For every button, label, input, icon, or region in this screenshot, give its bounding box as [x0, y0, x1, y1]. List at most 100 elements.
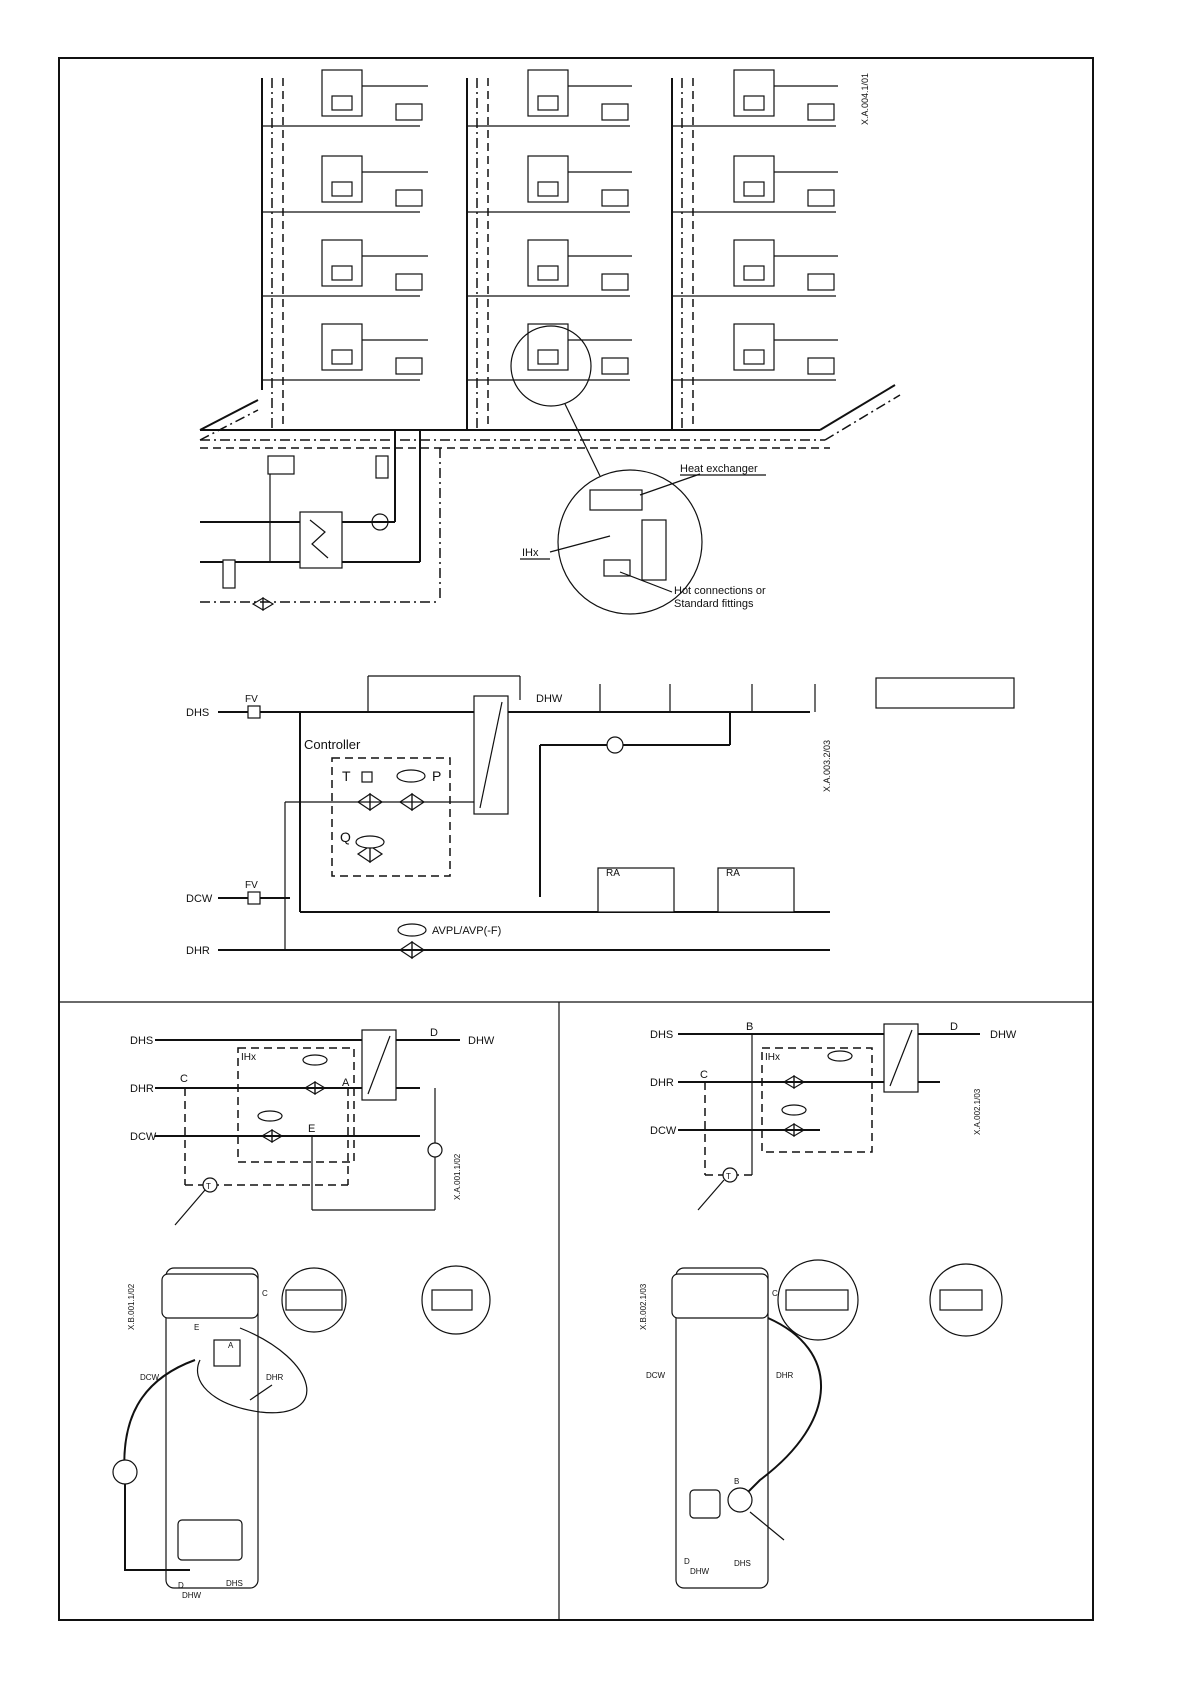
dhw-label: DHW	[990, 1029, 1017, 1041]
photo-dhw-label: DHW	[182, 1591, 202, 1600]
dhr-label: DHR	[650, 1077, 674, 1089]
p-label: P	[432, 768, 441, 784]
photo-dhw-label: DHW	[690, 1567, 710, 1576]
valve-body	[672, 1274, 768, 1318]
photo-b-label: B	[734, 1477, 739, 1486]
photo-dhr-label: DHR	[776, 1371, 794, 1380]
diaphragm-icon	[397, 770, 425, 782]
valve-body	[162, 1274, 258, 1318]
photo-dcw-label: DCW	[646, 1371, 666, 1380]
photo-dhs-label: DHS	[226, 1579, 243, 1588]
fv-label: FV	[245, 880, 258, 891]
point-c-label: C	[700, 1069, 708, 1081]
ihx-boundary	[762, 1048, 872, 1152]
heat-exchanger-label: Heat exchanger	[680, 463, 758, 475]
point-c-label: C	[180, 1073, 188, 1085]
meter-box	[376, 456, 388, 478]
photo-dhs-label: DHS	[734, 1559, 751, 1568]
point-d-label: D	[430, 1027, 438, 1039]
figure-code: X.B.001.1/02	[127, 1283, 136, 1330]
dhr-label: DHR	[186, 945, 210, 957]
sensor-pocket-icon	[728, 1488, 752, 1512]
flat-unit	[467, 324, 632, 380]
fittings-label-line2: Standard fittings	[674, 598, 754, 610]
dcw-label: DCW	[650, 1125, 677, 1137]
point-b-label: B	[746, 1021, 753, 1033]
photo-dhr-label: DHR	[266, 1373, 284, 1382]
ihx-label: IHx	[765, 1052, 780, 1063]
point-e-label: E	[308, 1123, 315, 1135]
photo-dcw-label: DCW	[140, 1373, 160, 1382]
dhs-label: DHS	[130, 1035, 153, 1047]
diaphragm-icon	[356, 836, 384, 848]
diaphragm-icon	[303, 1055, 327, 1065]
flat-unit	[672, 70, 838, 126]
ihx-label: IHx	[522, 547, 539, 559]
substation-heat-exchanger	[300, 512, 342, 568]
photo-c-label: C	[772, 1289, 778, 1298]
system-schematic: Controller T P Q DHS DCW DHR DHW FV FV R…	[186, 676, 1014, 958]
plate-connections	[690, 1490, 720, 1518]
t-label: T	[726, 1172, 731, 1181]
dhs-label: DHS	[186, 707, 209, 719]
fittings-label-line1: Hot connections or	[674, 585, 766, 597]
t-label: T	[206, 1182, 211, 1191]
figure-code: X.A.004.1/01	[860, 73, 870, 125]
dcw-label: DCW	[130, 1131, 157, 1143]
q-label: Q	[340, 829, 351, 845]
figure-code: X.A.003.2/03	[822, 740, 832, 792]
fv-label: FV	[245, 694, 258, 705]
controller-box	[268, 456, 294, 474]
diaphragm-icon	[258, 1111, 282, 1121]
flat-unit	[672, 324, 838, 380]
ra-label: RA	[726, 868, 740, 879]
diaphragm-icon	[398, 924, 426, 936]
figure-code: X.A.001.1/02	[453, 1153, 462, 1200]
figure-code: X.A.002.1/03	[973, 1088, 982, 1135]
pump-icon	[607, 737, 623, 753]
photo-a-label: A	[228, 1341, 234, 1350]
flat-unit	[262, 156, 428, 212]
flat-unit	[467, 70, 632, 126]
right-panel: DHS DHR DCW DHW IHx B C D T X.A.002.1/03…	[639, 1021, 1017, 1588]
figure-code: X.B.002.1/03	[639, 1283, 648, 1330]
pump-icon	[113, 1460, 137, 1484]
photo-c-label: C	[262, 1289, 268, 1298]
flat-unit	[262, 70, 428, 126]
ihx-boundary	[238, 1048, 354, 1162]
photo-d-label: D	[178, 1581, 184, 1590]
flat-unit	[467, 240, 632, 296]
diaphragm-icon	[782, 1105, 806, 1115]
avpl-label: AVPL/AVP(-F)	[432, 925, 501, 937]
point-d-label: D	[950, 1021, 958, 1033]
building-riser-diagram: X.A.004.1/01 Heat exchanger IHx Hot	[200, 70, 900, 614]
flat-unit	[262, 240, 428, 296]
ihx-unit	[590, 490, 642, 510]
strainer-icon	[248, 892, 260, 904]
empty-caption-box	[876, 678, 1014, 708]
controller-label: Controller	[304, 737, 361, 752]
flat-unit	[672, 240, 838, 296]
ra-label: RA	[606, 868, 620, 879]
dcw-label: DCW	[186, 893, 213, 905]
dhw-label: DHW	[468, 1035, 495, 1047]
t-label: T	[342, 768, 351, 784]
dhr-label: DHR	[130, 1083, 154, 1095]
temp-sensor-icon	[362, 772, 372, 782]
flat-unit	[672, 156, 838, 212]
flat-unit	[262, 324, 428, 380]
diaphragm-icon	[828, 1051, 852, 1061]
ihx-label: IHx	[241, 1052, 256, 1063]
point-a-label: A	[342, 1077, 350, 1089]
strainer-icon	[248, 706, 260, 718]
valve-icon	[253, 598, 263, 610]
strainer-icon	[223, 560, 235, 588]
pump-icon	[428, 1143, 442, 1157]
flat-unit	[467, 156, 632, 212]
actuator-icon	[214, 1340, 240, 1366]
plate-connections	[178, 1520, 242, 1560]
dhw-label: DHW	[536, 693, 563, 705]
left-panel: DHS DHR DCW DHW IHx A C D E T X.A.001.1/…	[113, 1027, 495, 1600]
dhs-label: DHS	[650, 1029, 673, 1041]
